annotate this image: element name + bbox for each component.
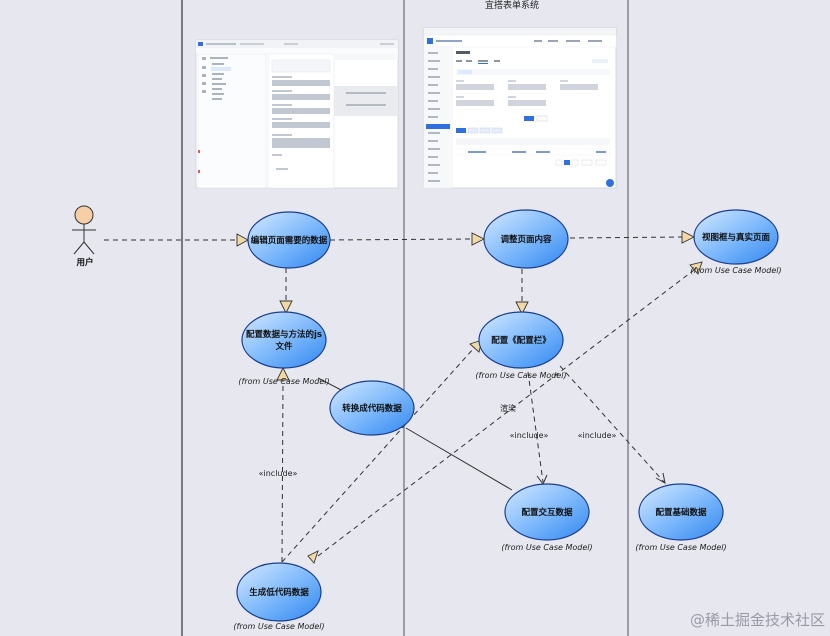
- use-case-convert[interactable]: 转换成代码数据: [329, 380, 415, 436]
- use-case-config-bar[interactable]: 配置《配置栏》 (from Use Case Model): [475, 311, 567, 380]
- use-case-label: 配置基础数据: [655, 507, 707, 518]
- use-case-edit[interactable]: 编辑页面需要的数据: [247, 211, 331, 269]
- system-title: 宜搭表单系统: [485, 0, 539, 11]
- use-case-source-label: (from Use Case Model): [475, 371, 566, 380]
- use-case-ellipse[interactable]: [483, 209, 569, 269]
- use-case-source-label: (from Use Case Model): [238, 377, 329, 386]
- use-case-source-label: (from Use Case Model): [635, 543, 726, 552]
- open-arrowhead: [655, 472, 666, 484]
- edge-gen-to-config-bar: [281, 347, 475, 563]
- edge-convert-interact: [405, 427, 513, 491]
- use-case-ellipse[interactable]: [236, 562, 322, 622]
- arrowhead: [471, 232, 486, 246]
- use-case-ellipse[interactable]: [329, 380, 415, 436]
- include-label-right: «include»: [578, 431, 617, 440]
- use-case-ellipse[interactable]: [241, 311, 327, 369]
- edge-config-bar-include-base: [559, 365, 665, 483]
- use-case-ellipse[interactable]: [504, 483, 590, 541]
- swimlane-dividers: [181, 0, 629, 636]
- arrowhead: [236, 233, 249, 247]
- screenshot-thumbnail-editor: [195, 39, 399, 189]
- arrowhead: [689, 261, 703, 275]
- include-label-mid: «include»: [510, 431, 549, 440]
- edge-labels: «include» 渲染 «include» «include»: [259, 403, 617, 478]
- screenshot-thumbnail-preview: [423, 27, 617, 189]
- actor-user[interactable]: 用户: [72, 205, 96, 268]
- edge-gen-to-view: [317, 269, 695, 557]
- use-case-label: 文件: [275, 341, 293, 352]
- arrowheads: [236, 230, 703, 564]
- use-case-view[interactable]: 视图框与真实页面 (from Use Case Model): [690, 209, 782, 275]
- edge-adjust-to-view: [569, 236, 683, 239]
- use-case-label: 视图框与真实页面: [702, 232, 771, 243]
- use-case-gen[interactable]: 生成低代码数据 (from Use Case Model): [233, 562, 325, 631]
- use-case-label: 生成低代码数据: [249, 587, 309, 598]
- use-case-label: 配置交互数据: [521, 507, 573, 518]
- use-case-ellipse[interactable]: [247, 211, 331, 269]
- edge-gen-include-config-js: [281, 379, 284, 563]
- arrowhead: [279, 300, 293, 315]
- use-case-ellipse[interactable]: [693, 209, 779, 265]
- arrowhead: [307, 550, 319, 564]
- use-case-label: 编辑页面需要的数据: [251, 235, 328, 246]
- open-arrowheads: [536, 472, 666, 485]
- watermark: @稀土掘金技术社区: [690, 611, 825, 629]
- actor-head: [74, 205, 94, 225]
- use-case-ellipse[interactable]: [478, 311, 564, 369]
- use-case-source-label: (from Use Case Model): [690, 266, 781, 275]
- edge-edit-to-adjust: [329, 238, 473, 241]
- open-arrowhead: [536, 474, 548, 485]
- use-case-source-label: (from Use Case Model): [501, 543, 592, 552]
- edge-config-bar-include-interact: [527, 371, 544, 483]
- render-label: 渲染: [500, 403, 516, 413]
- use-case-base[interactable]: 配置基础数据 (from Use Case Model): [635, 483, 727, 552]
- edges: [104, 236, 695, 563]
- include-label-left: «include»: [259, 469, 298, 478]
- actor-label: 用户: [75, 257, 93, 268]
- arrowhead: [515, 301, 529, 316]
- use-case-adjust[interactable]: 调整页面内容: [483, 209, 569, 269]
- arrowhead: [681, 230, 696, 244]
- use-case-source-label: (from Use Case Model): [233, 622, 324, 631]
- arrowhead: [276, 366, 290, 381]
- use-case-label: 配置《配置栏》: [491, 335, 551, 346]
- use-case-label: 配置数据与方法的js: [246, 329, 322, 340]
- use-case-interact[interactable]: 配置交互数据 (from Use Case Model): [501, 483, 593, 552]
- use-case-ellipse[interactable]: [638, 483, 724, 541]
- use-case-label: 调整页面内容: [500, 234, 552, 245]
- use-case-label: 转换成代码数据: [342, 403, 402, 414]
